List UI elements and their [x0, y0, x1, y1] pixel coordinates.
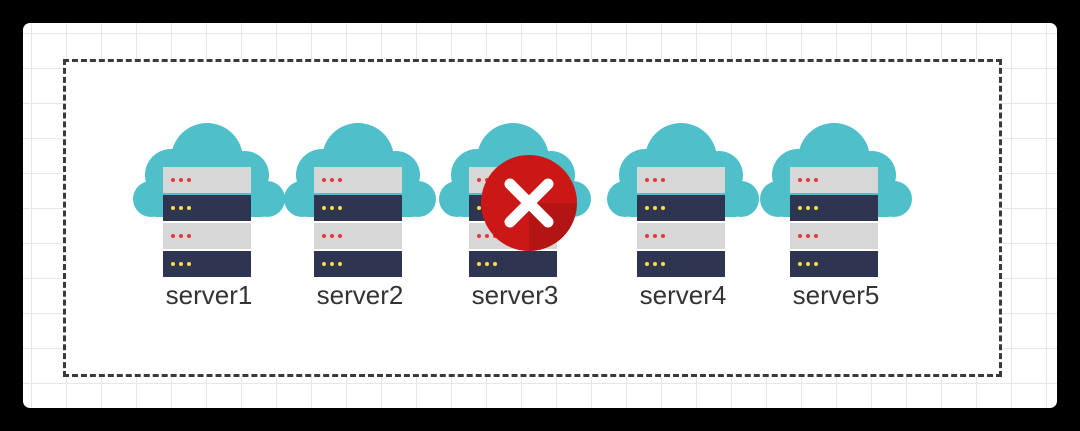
- server-label: server3: [471, 280, 559, 310]
- diagram-canvas: server1 server2: [23, 23, 1057, 408]
- cloud-server-icon: [760, 123, 912, 277]
- cloud-server-icon: [284, 123, 436, 277]
- server-label: server5: [792, 280, 880, 310]
- server-node-3[interactable]: server3: [435, 117, 595, 317]
- cloud-server-icon: [133, 123, 285, 277]
- server-label: server1: [165, 280, 253, 310]
- server-node-2[interactable]: server2: [280, 117, 440, 317]
- server-node-4[interactable]: server4: [603, 117, 763, 317]
- server-label: server4: [639, 280, 727, 310]
- server-label: server2: [316, 280, 404, 310]
- cloud-server-icon: [607, 123, 759, 277]
- server-node-1[interactable]: server1: [129, 117, 289, 317]
- error-x-icon: [481, 155, 577, 251]
- server-node-5[interactable]: server5: [756, 117, 916, 317]
